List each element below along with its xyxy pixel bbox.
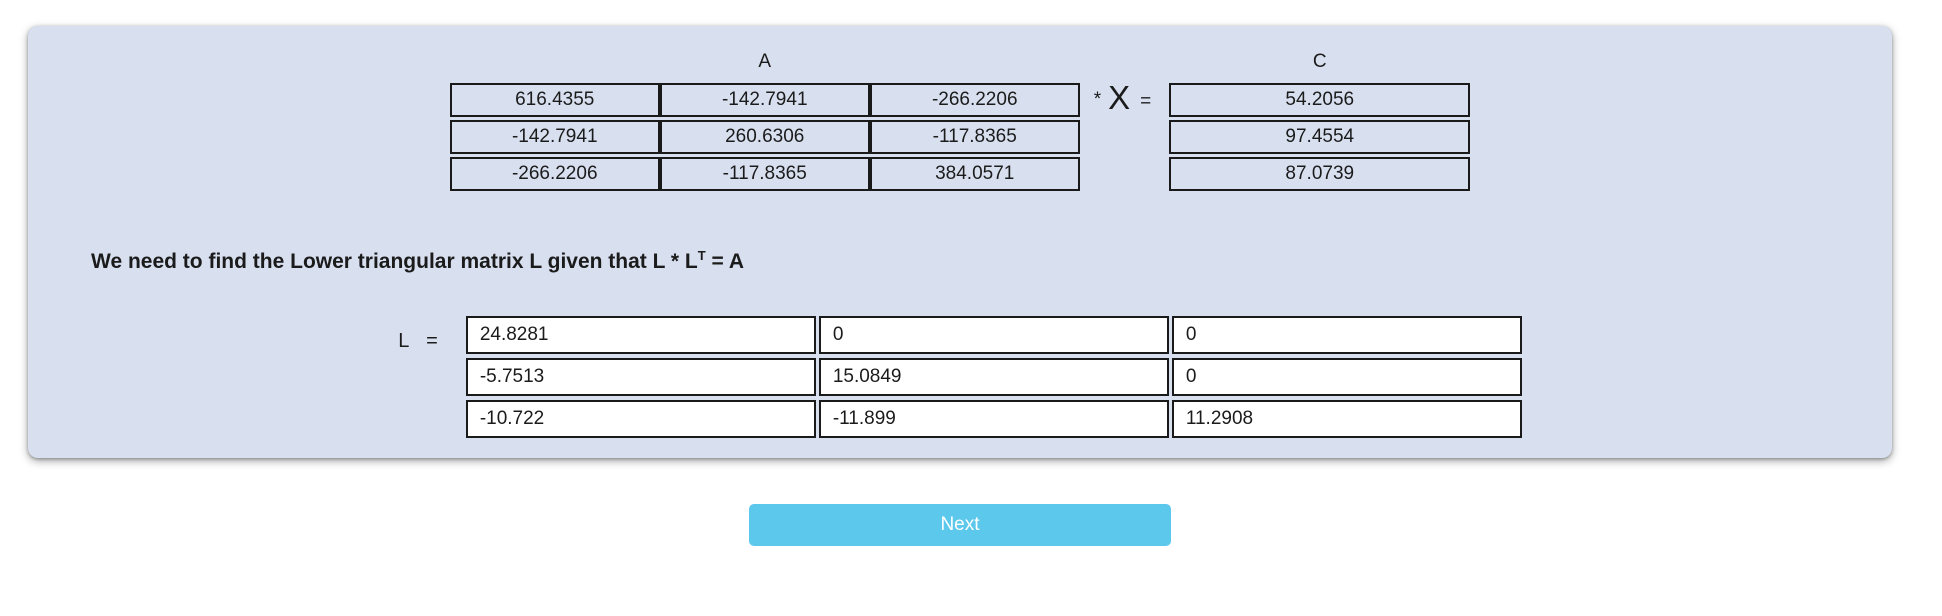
matrix-c-cell: 97.4554: [1169, 120, 1471, 154]
matrix-a-cell: 384.0571: [869, 157, 1080, 191]
matrix-a-cell: 616.4355: [449, 83, 660, 117]
matrix-a-label: A: [758, 51, 772, 72]
multiply-operator: *: [1093, 89, 1102, 110]
next-button[interactable]: Next: [749, 504, 1171, 546]
instruction-text-after: = A: [705, 250, 745, 273]
exercise-card: A 616.4355 -142.7941 -266.2206 -142.7941…: [28, 26, 1892, 546]
l-cell-input-1-2[interactable]: [1171, 358, 1522, 396]
l-matrix-grid-row: [465, 400, 1522, 438]
l-cell-input-2-1[interactable]: [818, 400, 1169, 438]
l-matrix-row: L =: [28, 316, 1892, 438]
matrix-a-cell: 260.6306: [659, 120, 870, 154]
table-row: 87.0739: [1169, 157, 1471, 191]
matrix-a-cell: -117.8365: [659, 157, 870, 191]
next-button-wrap: Next: [28, 504, 1892, 546]
table-row: 616.4355 -142.7941 -266.2206: [449, 83, 1080, 117]
matrix-c-cell: 87.0739: [1169, 157, 1471, 191]
l-cell-input-1-1[interactable]: [818, 358, 1169, 396]
matrix-a-table: 616.4355 -142.7941 -266.2206 -142.7941 2…: [449, 80, 1080, 194]
l-cell-input-0-1[interactable]: [818, 316, 1169, 354]
l-cell-input-2-0[interactable]: [465, 400, 816, 438]
transpose-superscript: T: [697, 248, 706, 263]
l-matrix-grid-row: [465, 316, 1522, 354]
l-matrix-grid-row: [465, 358, 1522, 396]
matrix-c-block: C 54.2056 97.4554 87.0739: [1169, 51, 1471, 194]
table-row: 97.4554: [1169, 120, 1471, 154]
instruction-text-before: We need to find the Lower triangular mat…: [91, 250, 698, 273]
matrix-c-table: 54.2056 97.4554 87.0739: [1169, 80, 1471, 194]
l-matrix-label: L =: [398, 330, 444, 352]
unknown-vector-label: X: [1108, 79, 1131, 116]
l-cell-input-2-2[interactable]: [1171, 400, 1522, 438]
matrix-c-cell: 54.2056: [1169, 83, 1471, 117]
table-row: 54.2056: [1169, 83, 1471, 117]
equation-row: A 616.4355 -142.7941 -266.2206 -142.7941…: [28, 52, 1892, 194]
instruction-text: We need to find the Lower triangular mat…: [91, 248, 744, 274]
equals-operator: =: [1140, 91, 1152, 112]
l-cell-input-0-2[interactable]: [1171, 316, 1522, 354]
matrix-a-cell: -266.2206: [449, 157, 660, 191]
l-cell-input-0-0[interactable]: [465, 316, 816, 354]
matrix-a-block: A 616.4355 -142.7941 -266.2206 -142.7941…: [449, 51, 1080, 194]
table-row: -266.2206 -117.8365 384.0571: [449, 157, 1080, 191]
matrix-c-label: C: [1312, 51, 1327, 72]
table-row: -142.7941 260.6306 -117.8365: [449, 120, 1080, 154]
matrix-a-cell: -117.8365: [869, 120, 1080, 154]
matrix-a-cell: -266.2206: [869, 83, 1080, 117]
matrix-a-cell: -142.7941: [449, 120, 660, 154]
l-matrix-grid: [465, 316, 1522, 438]
matrix-a-cell: -142.7941: [659, 83, 870, 117]
l-cell-input-1-0[interactable]: [465, 358, 816, 396]
